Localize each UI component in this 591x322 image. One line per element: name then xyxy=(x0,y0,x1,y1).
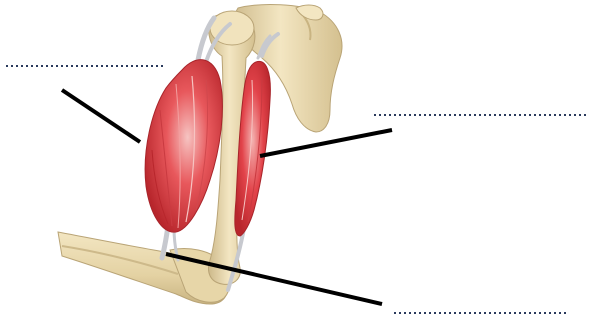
biceps-muscle xyxy=(145,60,222,232)
pointer-line-biceps xyxy=(62,90,140,142)
pointer-line-triceps xyxy=(260,130,392,156)
forearm-bones xyxy=(58,232,230,304)
